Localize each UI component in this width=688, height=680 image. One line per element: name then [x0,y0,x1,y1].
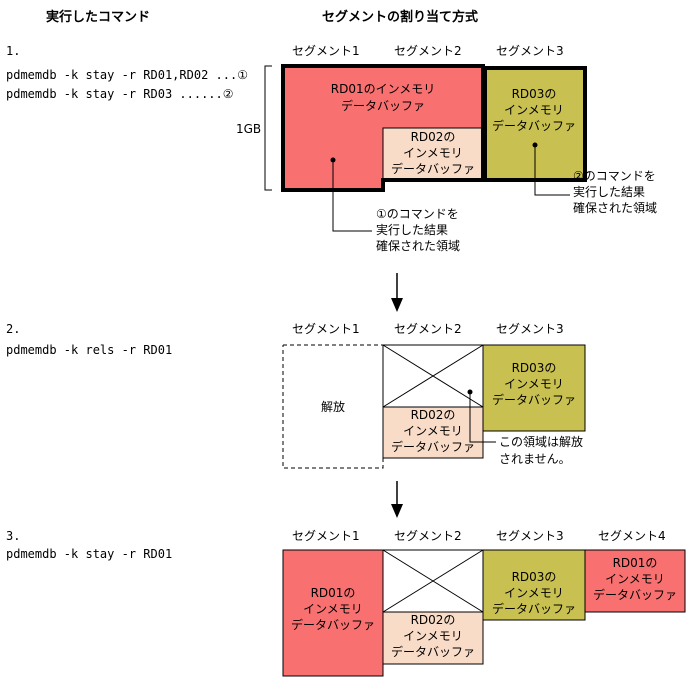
step3-number: 3. [6,529,20,543]
step3-rd03-text3: データバッファ [492,601,576,616]
step2-rd02-text2: インメモリ [403,424,463,438]
step3-command1: pdmemdb -k stay -r RD01 [6,547,172,561]
step2-command1: pdmemdb -k rels -r RD01 [6,343,172,357]
step3-rd01-seg4-text2: インメモリ [605,572,665,586]
step2-callout-text1: この領域は解放 [499,434,583,449]
step3-segment1-label: セグメント1 [292,529,360,543]
step1-rd02-text3: データバッファ [391,161,475,176]
step1-rd02-text2: インメモリ [403,146,463,160]
step3-rd01-seg1-text1: RD01の [311,586,356,600]
step3-rd02-text3: データバッファ [391,644,475,659]
step2-segment1-label: セグメント1 [292,322,360,336]
step3-rd02-text2: インメモリ [403,629,463,643]
arrow-step1-to-step2-head [391,298,403,312]
step2-number: 2. [6,322,20,336]
step3-segment3-label: セグメント3 [496,529,564,543]
step1-callout1-text1: ①のコマンドを [376,207,459,221]
step3-rd03-text2: インメモリ [504,586,564,600]
step3-rd01-seg1-block [282,549,384,677]
step1-command2: pdmemdb -k stay -r RD03 ......② [6,87,234,101]
step1-callout2-text2: 実行した結果 [573,184,645,199]
step1-callout1-text3: 確保された領域 [376,238,460,253]
step2-rd03-block [482,344,586,432]
step1-callout1-text2: 実行した結果 [376,222,448,237]
step2-released-label: 解放 [321,399,345,414]
step3-rd02-text1: RD02の [411,613,456,627]
step3-segment2-label: セグメント2 [394,529,462,543]
step2-rd03-text1: RD03の [512,361,557,375]
arrow-step2-to-step3-head [391,504,403,518]
step1-callout2-leader [534,145,570,196]
step3-rd03-text1: RD03の [512,570,557,584]
step1-callout2-text1: ②のコマンドを [573,169,656,183]
step1-rd03-text1: RD03の [512,87,557,101]
step2-callout-text2: されません。 [499,452,571,466]
step2-segment3-label: セグメント3 [496,322,564,336]
step3-empty-cross2 [382,549,484,613]
step1-segment3-label: セグメント3 [496,44,564,58]
size-bracket [264,65,272,191]
step3-rd01-seg1-text3: データバッファ [291,617,375,632]
step2-segment2-label: セグメント2 [394,322,462,336]
header-allocation: セグメントの割り当て方式 [322,9,478,25]
step1-segment1-label: セグメント1 [292,44,360,58]
step1-rd02-text1: RD02の [411,130,456,144]
step3-rd02-block [382,611,484,665]
step1-segment2-label: セグメント2 [394,44,462,58]
step2-rd02-block [382,406,484,459]
step1-rd03-text2: インメモリ [504,103,564,117]
step1-number: 1. [6,44,20,58]
step3-rd01-seg1-text2: インメモリ [303,602,363,616]
step3-rd03-block [482,549,586,621]
step2-empty-cross2 [382,344,484,408]
header-commands: 実行したコマンド [46,9,150,25]
size-label: 1GB [236,122,261,136]
step1-rd03-text3: データバッファ [492,118,576,133]
step2-rd03-text2: インメモリ [504,377,564,391]
step2-rd02-text3: データバッファ [391,439,475,454]
step3-rd01-seg4-text3: データバッファ [593,587,677,602]
step3-segment4-label: セグメント4 [598,529,666,543]
step2-rd03-text3: データバッファ [492,392,576,407]
step3-rd01-seg4-block [584,549,686,613]
step2-released-area [282,344,384,469]
step2-callout-leader [469,392,496,443]
step1-callout2-text3: 確保された領域 [573,200,657,215]
step1-rd01-text1: RD01のインメモリ [331,82,436,96]
step2-rd02-text1: RD02の [411,408,456,422]
step1-callout1-leader [332,160,372,232]
step1-rd01-text2: データバッファ [341,98,425,113]
step1-command1: pdmemdb -k stay -r RD01,RD02 ...① [6,68,248,82]
step3-rd01-seg4-text1: RD01の [613,556,658,570]
